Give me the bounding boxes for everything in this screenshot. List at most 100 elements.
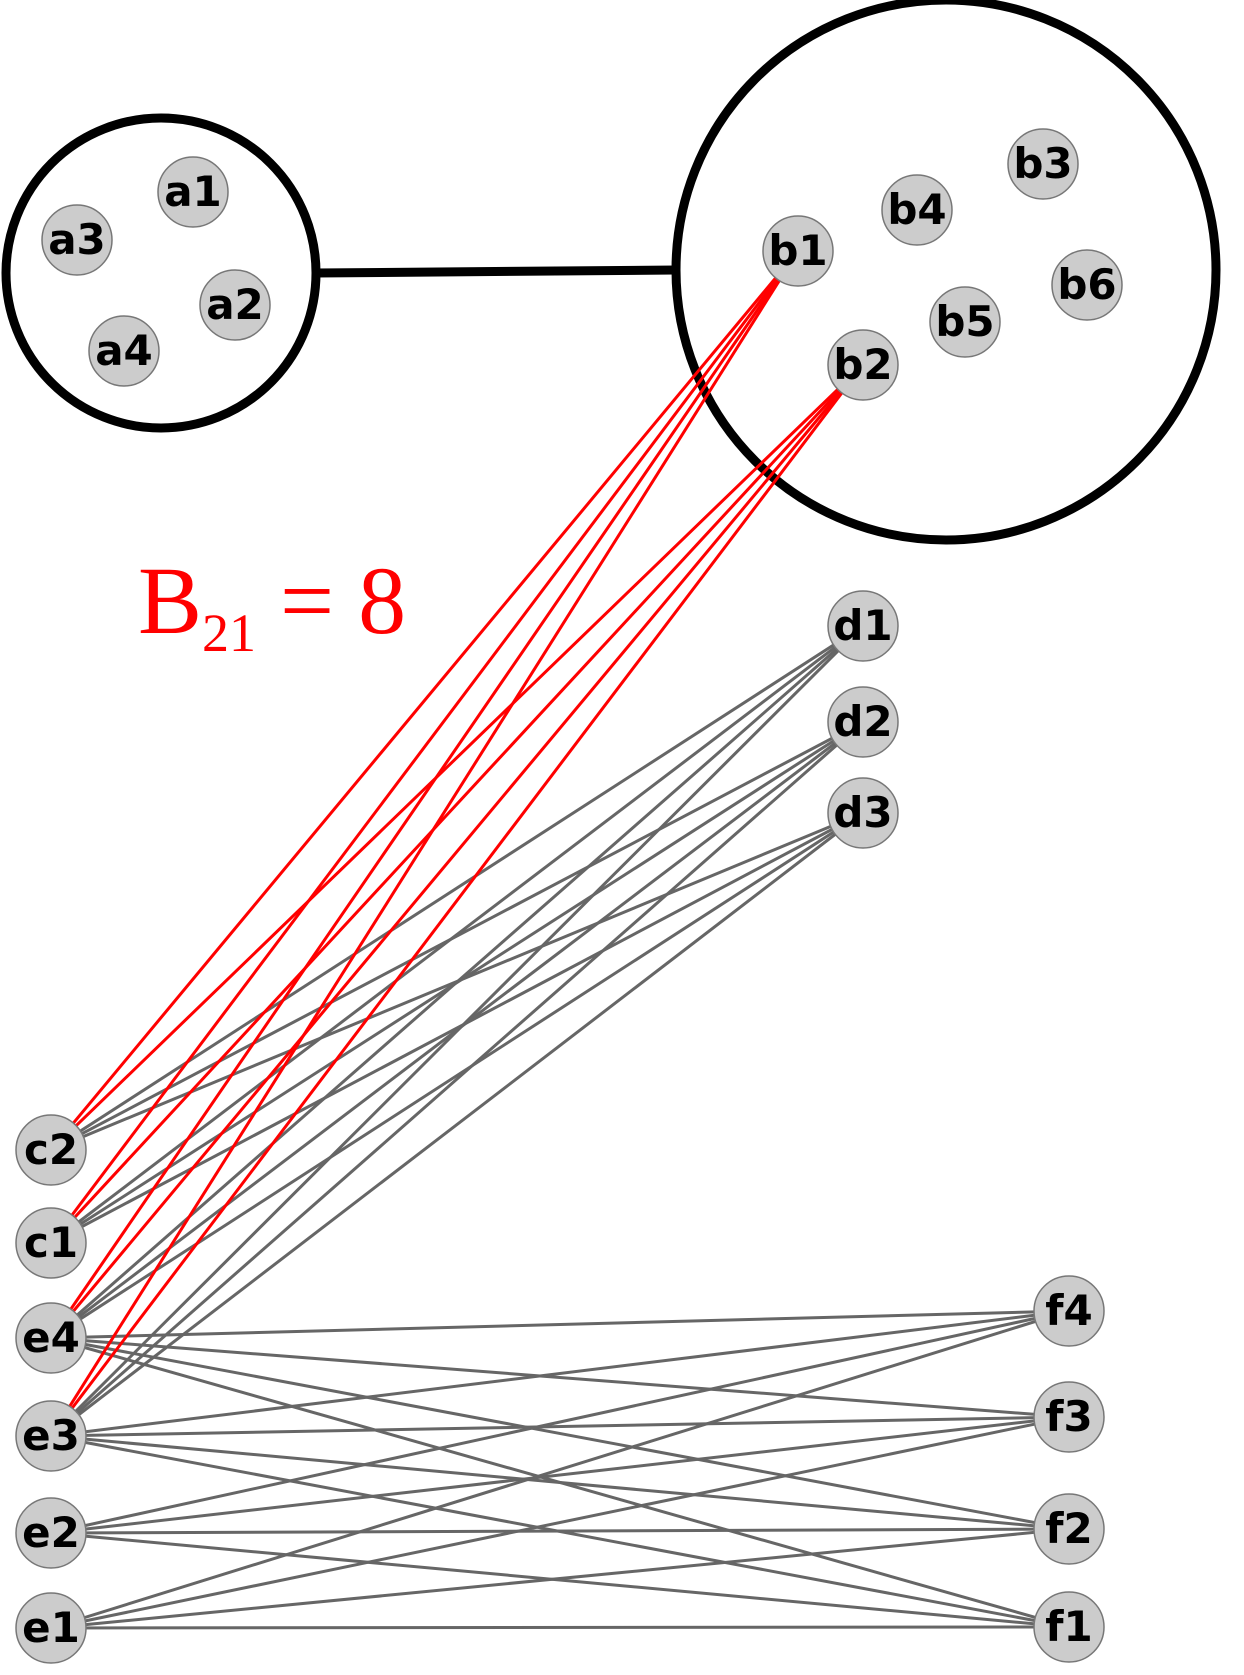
annotation-subscript: 21 — [202, 603, 256, 663]
node-b6: b6 — [1051, 249, 1123, 321]
edge-e1-f1 — [50, 1625, 1070, 1630]
node-c1: c1 — [15, 1207, 87, 1279]
edge-e1-f4 — [50, 1309, 1070, 1630]
node-b5-circle — [929, 286, 1001, 358]
node-a3-circle — [41, 204, 113, 276]
node-b6-circle — [1051, 249, 1123, 321]
node-b5: b5 — [929, 286, 1001, 358]
red-edges-layer — [49, 250, 865, 1437]
node-c1-label: c1 — [24, 1218, 78, 1267]
node-d2-circle — [827, 686, 899, 758]
edge-e3-f3 — [50, 1415, 1070, 1438]
edge-e2-f2 — [50, 1527, 1070, 1535]
annotation-value: = 8 — [256, 547, 406, 654]
red-edge-b1-c2 — [49, 250, 800, 1151]
node-f2-label: f2 — [1045, 1504, 1093, 1553]
node-a1-circle — [157, 156, 229, 228]
node-a3: a3 — [41, 204, 113, 276]
group-a-circle — [1, 113, 321, 433]
node-c2-circle — [15, 1114, 87, 1186]
node-d2: d2 — [827, 686, 899, 758]
red-edge-b2-e4 — [49, 364, 865, 1339]
edge-e2-f4 — [50, 1309, 1070, 1535]
node-e1-label: e1 — [22, 1603, 80, 1652]
node-f1: f1 — [1033, 1591, 1105, 1663]
edge-e3-f2 — [50, 1434, 1070, 1531]
edge-d3-e3 — [50, 811, 864, 1438]
node-c1-circle — [15, 1207, 87, 1279]
annotation-b21: B21 = 8 — [138, 547, 406, 663]
node-a2: a2 — [199, 269, 271, 341]
gray-edges-layer — [49, 624, 1070, 1630]
node-b4-circle — [881, 174, 953, 246]
node-b2: b2 — [827, 329, 899, 401]
node-d3: d3 — [827, 777, 899, 849]
node-e1: e1 — [15, 1592, 87, 1664]
edge-d2-e3 — [50, 720, 864, 1438]
edge-d2-e4 — [50, 720, 864, 1340]
node-e4-circle — [15, 1302, 87, 1374]
node-d1: d1 — [827, 590, 899, 662]
group-links-layer — [315, 265, 677, 278]
edge-e1-f2 — [50, 1527, 1070, 1630]
node-b6-label: b6 — [1057, 260, 1116, 309]
node-b1-label: b1 — [768, 226, 827, 275]
edge-e3-f4 — [50, 1309, 1070, 1438]
edge-e2-f3 — [50, 1415, 1070, 1535]
red-edge-b1-e4 — [49, 250, 800, 1339]
node-f1-label: f1 — [1045, 1602, 1093, 1651]
edge-d3-e4 — [50, 811, 864, 1340]
node-a2-circle — [199, 269, 271, 341]
node-d3-circle — [827, 777, 899, 849]
node-b5-label: b5 — [935, 297, 994, 346]
node-f4-circle — [1033, 1275, 1105, 1347]
node-e1-circle — [15, 1592, 87, 1664]
node-a1-label: a1 — [164, 167, 222, 216]
node-a3-label: a3 — [48, 215, 106, 264]
red-edge-b1-e3 — [49, 250, 800, 1437]
node-b2-circle — [827, 329, 899, 401]
edge-e4-f2 — [50, 1336, 1070, 1531]
red-edge-b2-e3 — [49, 364, 865, 1437]
node-a4-circle — [88, 315, 160, 387]
node-a4-label: a4 — [95, 326, 153, 375]
node-e3: e3 — [15, 1400, 87, 1472]
node-e2-circle — [15, 1497, 87, 1569]
node-d1-circle — [827, 590, 899, 662]
edge-e1-f3 — [50, 1415, 1070, 1630]
node-b3-label: b3 — [1013, 139, 1072, 188]
red-edge-b1-c1 — [49, 250, 800, 1244]
node-f4: f4 — [1033, 1275, 1105, 1347]
node-b3-circle — [1007, 128, 1079, 200]
node-b2-label: b2 — [833, 340, 892, 389]
group-b-circle — [671, 0, 1221, 545]
node-d1-label: d1 — [833, 601, 892, 650]
edge-d3-c1 — [50, 811, 864, 1245]
node-f3: f3 — [1033, 1381, 1105, 1453]
nodes-layer: a1 a2 a3 a4 b1 b2 b3 b4 b5 b6 d1 d2 d3 c2 c1 e4 e3 e2 e1 f4… — [15, 128, 1123, 1664]
node-f2-circle — [1033, 1493, 1105, 1565]
node-a4: a4 — [88, 315, 160, 387]
node-b4-label: b4 — [887, 185, 946, 234]
node-c2-label: c2 — [24, 1125, 78, 1174]
group-circles-layer — [1, 0, 1221, 545]
edge-d3-c2 — [50, 811, 864, 1152]
node-a2-label: a2 — [206, 280, 264, 329]
node-f2: f2 — [1033, 1493, 1105, 1565]
annotation-base: B — [138, 547, 202, 654]
group-link-group-a-group-b — [315, 265, 677, 278]
red-edge-b2-c2 — [49, 363, 865, 1152]
node-c2: c2 — [15, 1114, 87, 1186]
edge-e4-f3 — [50, 1336, 1070, 1419]
node-d3-label: d3 — [833, 788, 892, 837]
node-e4-label: e4 — [22, 1313, 80, 1362]
node-f3-circle — [1033, 1381, 1105, 1453]
node-b4: b4 — [881, 174, 953, 246]
node-e2-label: e2 — [22, 1508, 80, 1557]
node-f4-label: f4 — [1045, 1286, 1093, 1335]
node-f1-circle — [1033, 1591, 1105, 1663]
node-a1: a1 — [157, 156, 229, 228]
node-e2: e2 — [15, 1497, 87, 1569]
edge-d2-c2 — [50, 720, 864, 1152]
